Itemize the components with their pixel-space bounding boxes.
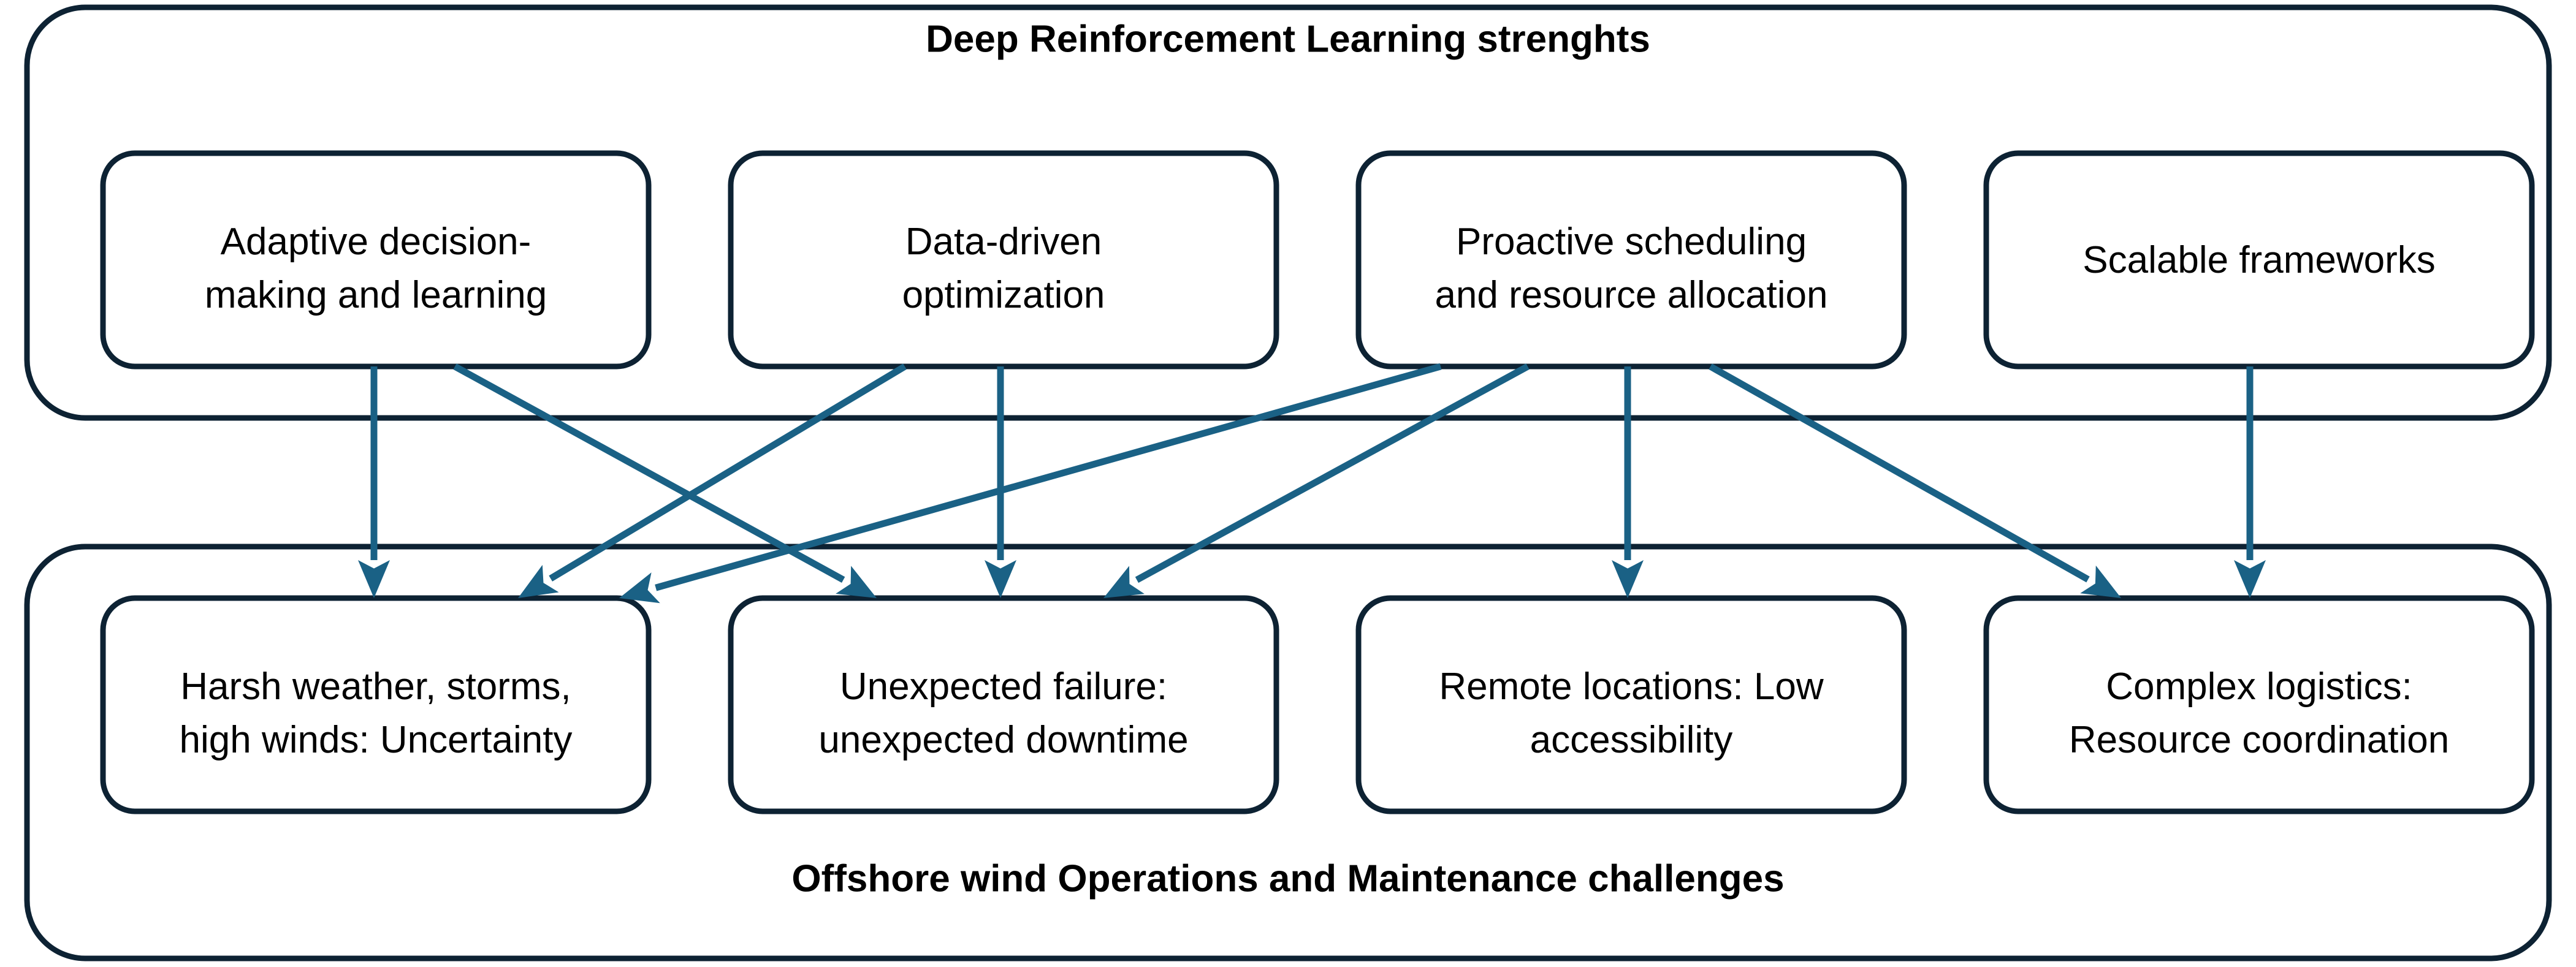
node-label-remote-locations-line1: Remote locations: Low <box>1439 666 1823 708</box>
node-box-complex-logistics[interactable] <box>1983 595 2535 814</box>
node-proactive-scheduling[interactable]: Proactive scheduling and resource alloca… <box>1355 150 1907 370</box>
node-harsh-weather[interactable]: Harsh weather, storms, high winds: Uncer… <box>100 595 652 814</box>
node-box-unexpected-failure[interactable] <box>728 595 1279 814</box>
node-label-data-driven-optimization-line1: Data-driven <box>905 221 1102 263</box>
group-title-owind-challenges: Offshore wind Operations and Maintenance… <box>791 857 1784 900</box>
node-label-scalable-frameworks-line1: Scalable frameworks <box>2083 239 2435 281</box>
node-label-proactive-scheduling-line1: Proactive scheduling <box>1456 221 1807 263</box>
node-label-adaptive-decision-making-line1: Adaptive decision- <box>221 221 532 263</box>
node-adaptive-decision-making[interactable]: Adaptive decision- making and learning <box>100 150 652 370</box>
node-box-proactive-scheduling[interactable] <box>1355 150 1907 370</box>
node-unexpected-failure[interactable]: Unexpected failure: unexpected downtime <box>728 595 1279 814</box>
node-label-unexpected-failure-line2: unexpected downtime <box>818 719 1188 761</box>
arrowhead-proactive-scheduling-to-unexpected-failure <box>1103 566 1145 598</box>
node-box-remote-locations[interactable] <box>1355 595 1907 814</box>
node-label-harsh-weather-line1: Harsh weather, storms, <box>180 666 571 708</box>
node-data-driven-optimization[interactable]: Data-driven optimization <box>728 150 1279 370</box>
node-label-complex-logistics-line1: Complex logistics: <box>2106 666 2412 708</box>
node-remote-locations[interactable]: Remote locations: Low accessibility <box>1355 595 1907 814</box>
connections-layer <box>358 363 2266 604</box>
node-label-harsh-weather-line2: high winds: Uncertainty <box>180 719 573 761</box>
connection-line-proactive-scheduling-to-complex-logistics <box>1709 363 2090 583</box>
arrowhead-proactive-scheduling-to-complex-logistics <box>2080 565 2121 598</box>
node-label-complex-logistics-line2: Resource coordination <box>2069 719 2449 761</box>
node-complex-logistics[interactable]: Complex logistics: Resource coordination <box>1983 595 2535 814</box>
node-label-unexpected-failure-line1: Unexpected failure: <box>840 666 1167 708</box>
group-owind-challenges: Offshore wind Operations and Maintenance… <box>24 544 2552 961</box>
arrowhead-data-driven-optimization-to-harsh-weather <box>518 564 559 598</box>
node-box-harsh-weather[interactable] <box>100 595 652 814</box>
group-container-owind-challenges <box>24 544 2552 961</box>
connection-line-data-driven-optimization-to-harsh-weather <box>549 363 907 582</box>
arrowhead-proactive-scheduling-to-harsh-weather <box>619 572 660 604</box>
group-title-drl-strengths: Deep Reinforcement Learning strenghts <box>926 18 1650 60</box>
arrowhead-adaptive-decision-making-to-harsh-weather <box>358 560 390 598</box>
node-label-data-driven-optimization-line2: optimization <box>902 274 1105 316</box>
group-container-drl-strengths <box>24 4 2552 421</box>
group-drl-strengths: Deep Reinforcement Learning strenghts Ad… <box>24 4 2552 421</box>
arrowhead-proactive-scheduling-to-remote-locations <box>1612 560 1644 598</box>
arrowhead-scalable-frameworks-to-complex-logistics <box>2234 560 2266 598</box>
node-box-scalable-frameworks[interactable] <box>1983 150 2535 370</box>
arrowhead-adaptive-decision-making-to-unexpected-failure <box>836 566 877 598</box>
connection-line-proactive-scheduling-to-unexpected-failure <box>1135 363 1530 583</box>
connection-line-proactive-scheduling-to-harsh-weather <box>655 363 1442 591</box>
connection-line-adaptive-decision-making-to-unexpected-failure <box>453 363 845 583</box>
arrowhead-data-driven-optimization-to-unexpected-failure <box>985 560 1016 598</box>
node-label-remote-locations-line2: accessibility <box>1530 719 1733 761</box>
node-scalable-frameworks[interactable]: Scalable frameworks <box>1983 150 2535 370</box>
node-label-proactive-scheduling-line2: and resource allocation <box>1435 274 1827 316</box>
node-label-adaptive-decision-making-line2: making and learning <box>205 274 547 316</box>
